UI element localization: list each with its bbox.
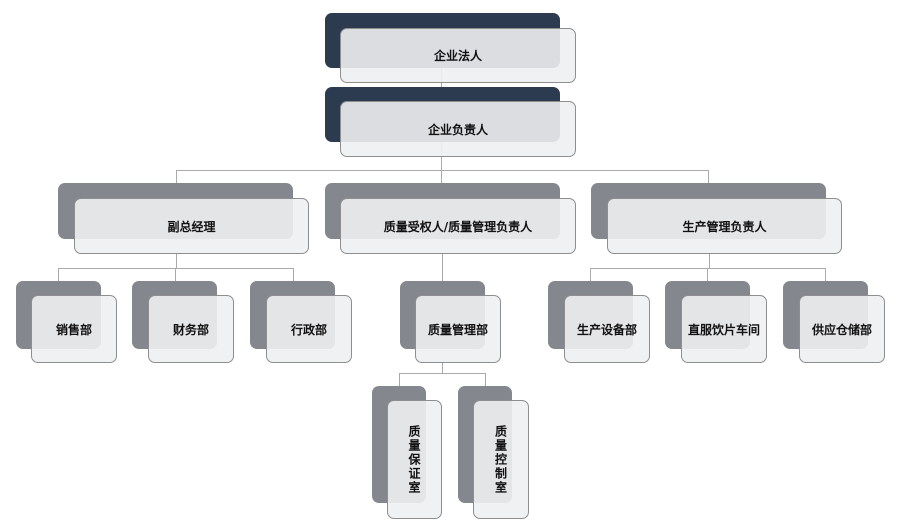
node-label: 质量管理部 — [427, 322, 488, 337]
connector — [58, 268, 294, 269]
connector — [590, 268, 591, 281]
node-qc-room: 质量控制室 — [473, 400, 529, 519]
node-label: 生产管理负责人 — [682, 219, 767, 234]
connector — [176, 170, 709, 171]
node-enterprise-head: 企业负责人 — [340, 101, 576, 157]
node-qa-room: 质量保证室 — [387, 400, 442, 519]
node-equipment: 生产设备部 — [564, 295, 650, 363]
connector — [293, 268, 294, 281]
connector — [709, 254, 710, 268]
node-admin: 行政部 — [266, 295, 352, 363]
connector — [485, 373, 486, 386]
connector — [176, 170, 177, 183]
connector — [825, 268, 826, 281]
node-supply: 供应仓储部 — [799, 295, 885, 363]
node-deputy-gm: 副总经理 — [74, 198, 309, 254]
node-label: 质量控制室 — [493, 424, 508, 495]
node-label: 直服饮片车间 — [687, 322, 760, 337]
node-finance: 财务部 — [148, 295, 234, 363]
node-label: 行政部 — [290, 322, 327, 337]
node-label: 供应仓储部 — [811, 322, 872, 337]
node-legal-person: 企业法人 — [340, 28, 576, 83]
node-quality-dept: 质量管理部 — [415, 295, 501, 363]
node-label: 企业负责人 — [427, 122, 488, 137]
connector — [442, 254, 443, 281]
connector — [399, 373, 400, 386]
node-label: 质量保证室 — [407, 424, 421, 495]
node-label: 企业法人 — [433, 49, 482, 63]
connector — [708, 170, 709, 183]
node-decoction: 直服饮片车间 — [681, 295, 767, 363]
node-label: 财务部 — [172, 322, 209, 337]
node-qa-head: 质量受权人/质量管理负责人 — [340, 198, 576, 254]
node-production-head: 生产管理负责人 — [607, 198, 842, 254]
connector — [399, 373, 486, 374]
connector — [175, 268, 176, 281]
connector — [707, 268, 708, 281]
node-label: 销售部 — [55, 322, 92, 337]
node-label: 质量受权人/质量管理负责人 — [383, 219, 533, 234]
node-sales: 销售部 — [31, 295, 117, 363]
node-label: 生产设备部 — [576, 322, 637, 337]
connector — [590, 268, 826, 269]
connector — [442, 363, 443, 373]
connector — [58, 268, 59, 281]
connector — [176, 254, 177, 268]
node-label: 副总经理 — [167, 219, 216, 234]
